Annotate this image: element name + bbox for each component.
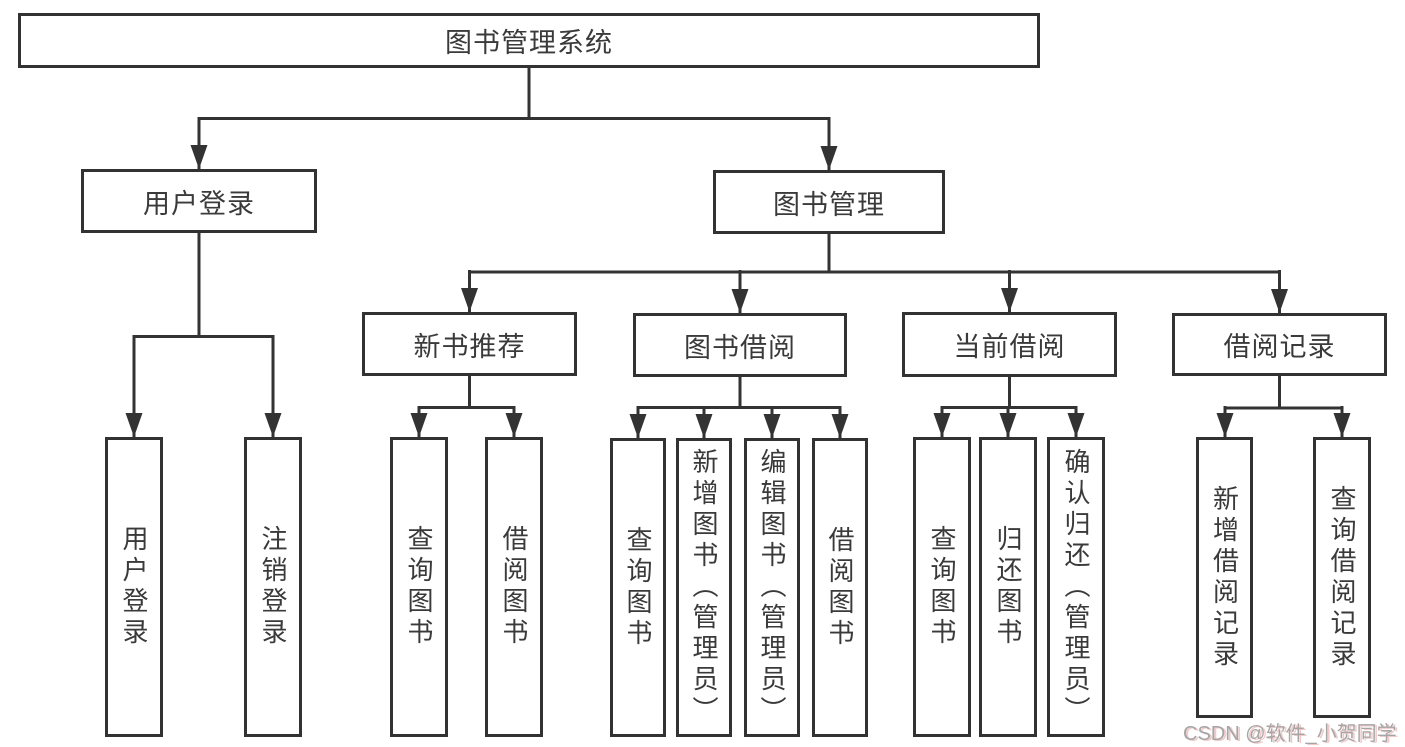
connector-rail: [940, 377, 1078, 409]
node-label: 新增图书（管理员）: [689, 448, 719, 727]
node-book-management: 图书管理: [713, 170, 945, 234]
node-logout-action: 注销登录: [244, 437, 302, 737]
connector-rail: [1223, 376, 1344, 410]
node-current-confirm-return-admin: 确认归还（管理员）: [1047, 437, 1105, 737]
node-label: 借阅记录: [1223, 332, 1336, 362]
node-label: 借阅图书: [825, 525, 855, 650]
node-current-return-books: 归还图书: [979, 437, 1037, 737]
node-borrowing-borrow-books: 借阅图书: [812, 438, 868, 737]
node-label: 借阅图书: [499, 525, 529, 649]
connector-rail: [468, 234, 1281, 274]
node-library-management-system: 图书管理系统: [18, 13, 1040, 68]
node-new-book-recommend: 新书推荐: [362, 312, 577, 376]
node-label: 用户登录: [143, 188, 255, 219]
node-records-query-record: 查询借阅记录: [1313, 437, 1371, 718]
connector-user-login-group: [125, 233, 282, 437]
node-current-borrowing: 当前借阅: [902, 312, 1117, 377]
node-label: 新增借阅记录: [1209, 484, 1240, 671]
node-label: 图书管理: [773, 189, 885, 220]
node-label: 新书推荐: [413, 331, 526, 362]
node-borrowing-edit-books-admin: 编辑图书（管理员）: [744, 438, 800, 737]
node-label: 图书借阅: [684, 332, 796, 363]
connector-root-to-level2: [190, 68, 838, 170]
connector-rail: [132, 233, 275, 338]
connector-borrowing-records-group: [1216, 376, 1351, 437]
connector-current-borrowing-group: [933, 377, 1085, 437]
node-label: 查询图书: [623, 525, 653, 650]
node-label: 查询借阅记录: [1327, 484, 1357, 671]
csdn-watermark: CSDN @软件_小贺同学: [1183, 723, 1397, 745]
node-label: 查询图书: [404, 525, 434, 649]
node-current-query-books: 查询图书: [913, 437, 971, 737]
node-label: 当前借阅: [953, 332, 1066, 362]
node-label: 用户登录: [119, 525, 149, 649]
connector-book-borrowing-group: [629, 377, 849, 438]
connector-rail: [636, 377, 842, 409]
node-records-add-record: 新增借阅记录: [1196, 437, 1253, 718]
node-recommend-query-books: 查询图书: [390, 437, 448, 737]
connector-rail: [197, 68, 831, 120]
connector-book-management-to-level3: [461, 234, 1288, 313]
node-label: 确认归还（管理员）: [1061, 447, 1091, 727]
node-borrowing-records: 借阅记录: [1172, 313, 1387, 376]
connector-rail: [417, 376, 516, 409]
node-user-login: 用户登录: [81, 169, 317, 233]
node-label: 注销登录: [258, 525, 288, 649]
node-label: 归还图书: [993, 525, 1023, 649]
node-book-borrowing: 图书借阅: [633, 313, 847, 377]
node-user-login-action: 用户登录: [105, 437, 163, 737]
node-label: 图书管理系统: [445, 28, 613, 58]
node-borrowing-query-books: 查询图书: [610, 438, 666, 737]
node-borrowing-add-books-admin: 新增图书（管理员）: [676, 438, 732, 737]
connector-new-book-recommend-group: [410, 376, 523, 437]
node-recommend-borrow-books: 借阅图书: [485, 437, 543, 737]
node-label: 查询图书: [927, 525, 957, 649]
node-label: 编辑图书（管理员）: [757, 448, 787, 727]
